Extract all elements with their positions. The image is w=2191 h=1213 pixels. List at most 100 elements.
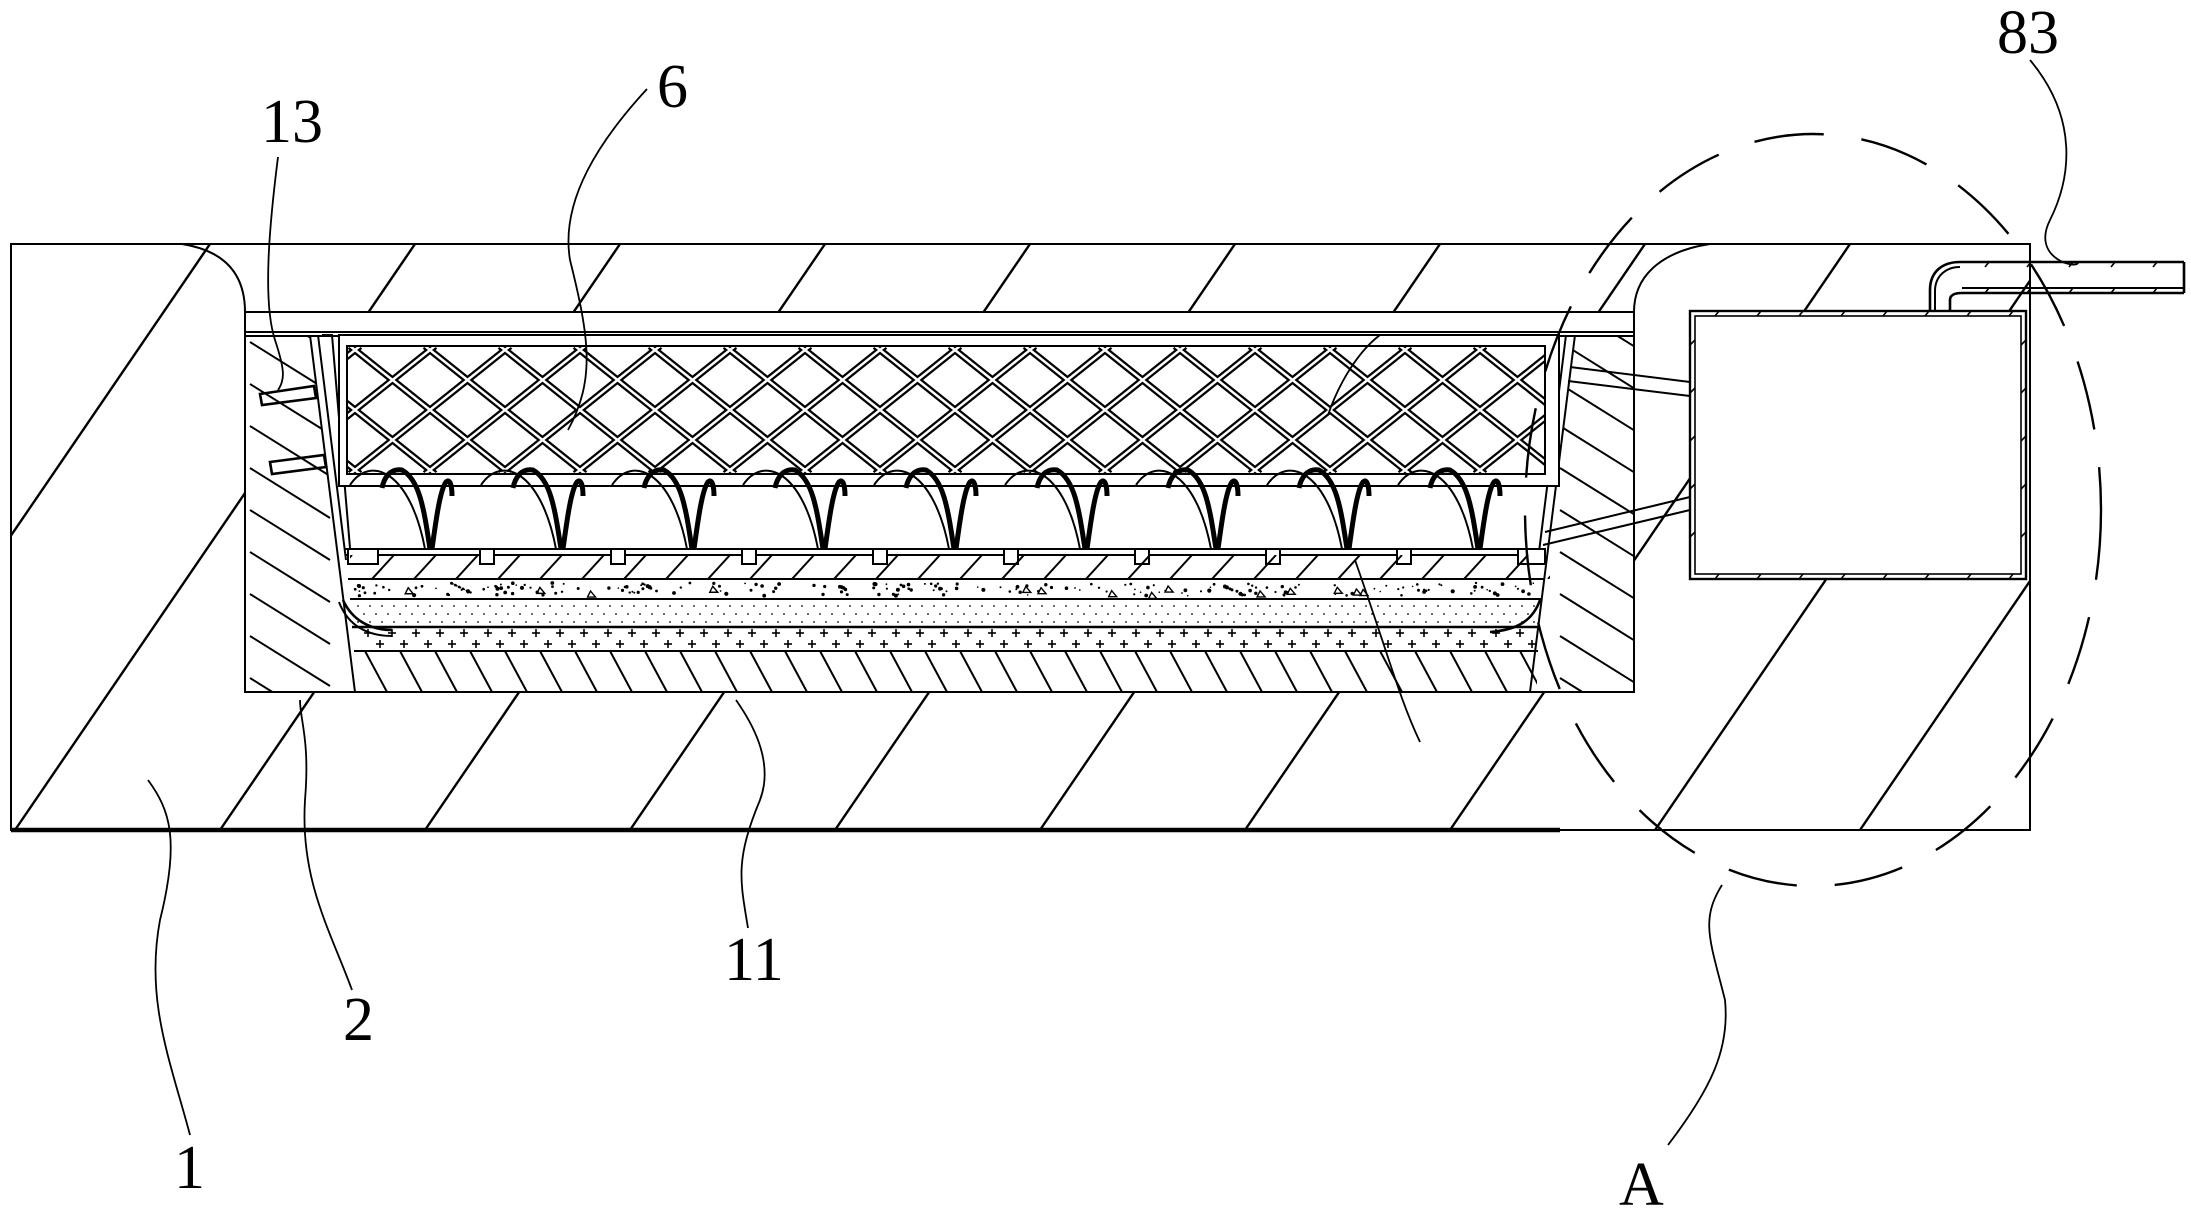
leader-2 — [299, 699, 353, 991]
gravel-dot — [487, 586, 489, 589]
gravel-dot — [495, 585, 498, 589]
sand-dot — [1347, 613, 1349, 615]
sand-dot — [1461, 605, 1463, 607]
gravel-dot — [1186, 594, 1189, 597]
plate-foot — [1517, 548, 1546, 565]
slab-hatch-line — [371, 555, 395, 579]
bottom-hatch-line — [504, 651, 528, 692]
plate-foot — [872, 548, 888, 565]
gravel-dot — [655, 589, 658, 593]
sand-dot — [969, 621, 971, 623]
gravel-dot — [1345, 594, 1348, 597]
sand-dot — [459, 613, 461, 615]
sand-dot — [369, 605, 371, 607]
outlet-pipe-bottom-wall — [1948, 291, 2184, 311]
upper-inlet-pipe-top — [1569, 366, 1691, 383]
gravel-dot — [1500, 582, 1505, 586]
sand-dot — [621, 605, 623, 607]
sand-dot — [1503, 613, 1505, 615]
right-fill-hatch-line — [1559, 551, 1634, 603]
plate-foot — [1265, 548, 1281, 565]
gravel-dot — [451, 582, 454, 585]
leader-6 — [567, 88, 648, 431]
sand-dot — [1413, 605, 1415, 607]
gravel-dot — [845, 593, 849, 597]
sand-dot — [1473, 605, 1475, 607]
sand-dot — [693, 621, 695, 623]
sand-dot — [1335, 613, 1337, 615]
sand-dot — [1527, 613, 1529, 615]
sand-dot — [1431, 613, 1433, 615]
plate-foot — [741, 548, 757, 565]
gravel-dot — [447, 593, 451, 597]
outer-body-outline — [10, 243, 2031, 831]
bottom-hatch-line — [434, 651, 458, 692]
sand-dot — [1425, 605, 1427, 607]
sand-dot — [861, 621, 863, 623]
bottom-hatch-line — [1309, 651, 1333, 692]
gravel-dot — [1105, 590, 1108, 593]
gravel-dot — [1251, 584, 1254, 587]
right-fill-hatch-line — [1559, 335, 1634, 351]
mesh-bar-gap — [1474, 416, 1545, 474]
sand-dot — [1365, 605, 1367, 607]
sand-dot — [633, 605, 635, 607]
label-11: 11 — [724, 926, 784, 994]
sand-dot — [1179, 613, 1181, 615]
gravel-stone — [1352, 587, 1363, 596]
gravel-dot — [1124, 583, 1127, 586]
bottom-hatch-line — [1134, 651, 1158, 692]
sand-dot — [927, 613, 929, 615]
sand-dot — [1533, 605, 1535, 607]
sand-dot — [531, 613, 533, 615]
right-fill-hatch-line — [1559, 635, 1634, 687]
sand-dot — [591, 613, 593, 615]
sand-dot — [483, 613, 485, 615]
gravel-dot — [754, 582, 758, 587]
gravel-dot — [576, 587, 580, 590]
gravel-dot — [1248, 588, 1252, 593]
gravel-dot — [541, 593, 545, 597]
right-fill-hatch-line — [1559, 509, 1634, 561]
gravel-dot — [1134, 588, 1136, 591]
sand-dot — [879, 613, 881, 615]
pipe-tick — [1984, 287, 1990, 294]
tank-tick — [2020, 531, 2027, 538]
bottom-hatch-line — [1274, 651, 1298, 692]
gravel-dot — [812, 583, 816, 588]
label-1: 1 — [174, 1134, 205, 1202]
sand-dot — [1233, 605, 1235, 607]
grass-blade-left — [772, 467, 826, 550]
gravel-dot — [455, 584, 458, 587]
sand-dot — [603, 613, 605, 615]
sand-dot — [699, 613, 701, 615]
grass-blade-right — [1477, 478, 1503, 550]
right-fill-hatch-line — [1559, 425, 1634, 477]
tank-tick — [1798, 310, 1804, 317]
label-a: A — [1619, 1151, 1664, 1213]
mesh-bar-gap — [347, 346, 436, 419]
sand-dot — [1077, 621, 1079, 623]
bottom-hatch-line — [399, 651, 423, 692]
sand-dot — [1017, 605, 1019, 607]
sand-dot — [1149, 621, 1151, 623]
sand-dot — [1323, 613, 1325, 615]
tank-tick — [1798, 573, 1804, 580]
gravel-dot — [839, 590, 844, 594]
slab-hatch-line — [623, 555, 647, 579]
left-fill-hatch-line — [249, 677, 331, 692]
sand-dot — [813, 621, 815, 623]
sand-dot — [537, 621, 539, 623]
gravel-dot — [1247, 582, 1250, 586]
grass-blade-left — [641, 467, 695, 550]
gravel-dot — [1470, 592, 1473, 595]
sand-dot — [513, 605, 515, 607]
sand-dot — [1413, 621, 1415, 623]
sand-dot — [1197, 605, 1199, 607]
sand-dot — [1269, 621, 1271, 623]
detail-circle-a — [1523, 132, 2103, 888]
gravel-dot — [1527, 592, 1531, 596]
sand-dot — [1035, 613, 1037, 615]
sand-dot — [819, 613, 821, 615]
sand-dot — [507, 613, 509, 615]
